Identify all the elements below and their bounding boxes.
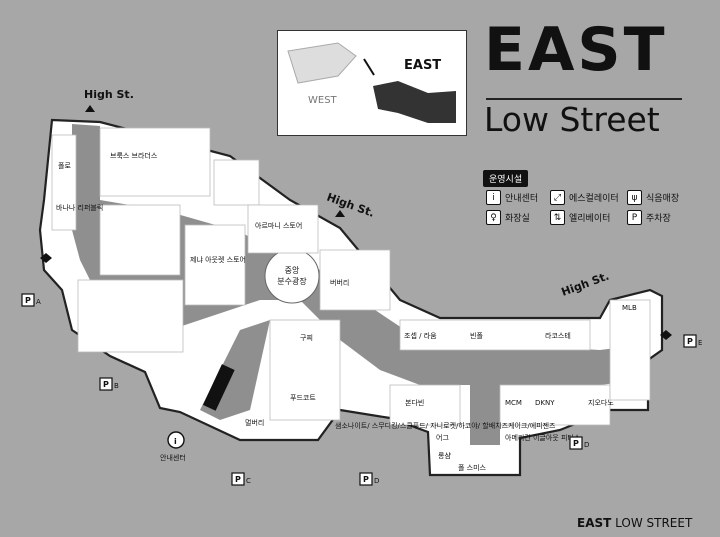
store-banana-republic: 바나나 리퍼블릭	[56, 203, 103, 212]
store-brooks-brothers: 브룩스 브라더스	[110, 151, 158, 160]
high-st-label-west: High St.	[84, 88, 134, 101]
legend-restaurant: ψ 식음매장	[627, 190, 679, 205]
footer-brand: EAST LOW STREET	[577, 516, 693, 530]
store-burberry: 버버리	[330, 278, 349, 287]
inset-east-label: EAST	[404, 58, 441, 73]
svg-text:C: C	[246, 477, 251, 485]
inset-drawing: WEST EAST	[287, 42, 456, 123]
store-lacoste: 라코스테	[545, 331, 571, 340]
title-divider	[486, 98, 682, 100]
svg-text:B: B	[114, 382, 119, 390]
svg-text:P: P	[103, 380, 109, 389]
escalator-icon: ⤢	[550, 190, 565, 205]
store-polo: 폴로	[58, 162, 71, 170]
store-joseph: 조셉 / 라움	[404, 331, 437, 340]
store-mlb: MLB	[622, 304, 637, 312]
legend-restroom: ♀ 화장실	[486, 210, 530, 225]
entrance-arrows	[40, 105, 672, 340]
corridor-east-branch	[470, 385, 500, 445]
restaurant-icon: ψ	[627, 190, 642, 205]
store-food-court: 푸드코트	[290, 394, 316, 402]
svg-text:D: D	[374, 477, 379, 485]
escalator-strip	[202, 364, 235, 411]
store-american-eagle: 아메리칸 이글아웃 피터스	[505, 433, 581, 442]
store-ugg: 어그	[436, 433, 449, 442]
parking-icon	[569, 436, 583, 450]
inset-west-label: WEST	[308, 95, 338, 106]
page-title: EAST	[484, 15, 668, 85]
high-st-label-center: High St.	[325, 191, 376, 220]
store-dkny: DKNY	[535, 399, 555, 407]
corridor-west	[76, 128, 95, 212]
store-mulberry: 멀버리	[245, 418, 264, 427]
store-mcm: MCM	[505, 399, 522, 407]
store-longchamp: 롱샴	[438, 451, 451, 460]
page-subtitle: Low Street	[484, 100, 660, 139]
svg-text:P: P	[363, 475, 369, 484]
store-samsonite-group: 샘소나이트/ 스무디킹/스쿨푸드/ 자니로켓/하코야/ 할배치즈케이크/에피젠즈	[335, 421, 556, 430]
store-giordano: 지오다노	[588, 398, 614, 407]
store-paul-smith: 폴 스미스	[458, 463, 487, 472]
svg-text:P: P	[25, 296, 31, 305]
legend-info: i 안내센터	[486, 190, 538, 205]
svg-text:P: P	[687, 337, 693, 346]
legend-elevator: ⇅ 엘리베이터	[550, 210, 610, 225]
restroom-icon: ♀	[486, 210, 501, 225]
store-armani: 아르마니 스토어	[255, 221, 302, 230]
fountain-plaza	[264, 248, 320, 304]
svg-text:P: P	[235, 475, 241, 484]
parking-pins: P A P B P C P D P D P E	[21, 293, 702, 486]
svg-text:D: D	[584, 441, 589, 449]
parking-icon	[99, 377, 113, 391]
legend-escalator: ⤢ 에스컬레이터	[550, 190, 619, 205]
elevator-icon: ⇅	[550, 210, 565, 225]
svg-text:i: i	[174, 437, 177, 446]
svg-text:E: E	[698, 339, 702, 347]
legend-parking: P 주차장	[627, 210, 671, 225]
store-labels: 폴로 바나나 리퍼블릭 브룩스 브라더스 아르마니 스토어 제냐 아웃렛 스토어…	[56, 151, 637, 472]
plaza-label-line1: 중앙	[285, 265, 300, 275]
info-icon: i	[486, 190, 501, 205]
parking-icon	[231, 472, 245, 486]
store-blocks	[51, 127, 651, 426]
store-zegna: 제냐 아웃렛 스토어	[190, 255, 246, 264]
parking-icon	[359, 472, 373, 486]
info-icon	[167, 431, 185, 449]
info-center-label: 안내센터	[160, 453, 186, 462]
store-gucci: 구찌	[300, 333, 313, 342]
store-beanpole: 빈폴	[470, 331, 483, 340]
plaza-label-line2: 분수광장	[277, 276, 307, 286]
svg-text:A: A	[36, 298, 41, 306]
svg-text:P: P	[573, 439, 579, 448]
parking-icon	[683, 334, 697, 348]
high-st-label-east: High St.	[560, 270, 611, 299]
store-bondavin: 본다빈	[405, 398, 424, 407]
parking-icon: P	[627, 210, 642, 225]
parking-icon	[21, 293, 35, 307]
inset-map: WEST EAST	[277, 30, 467, 136]
legend-heading: 운영시설	[483, 170, 529, 187]
